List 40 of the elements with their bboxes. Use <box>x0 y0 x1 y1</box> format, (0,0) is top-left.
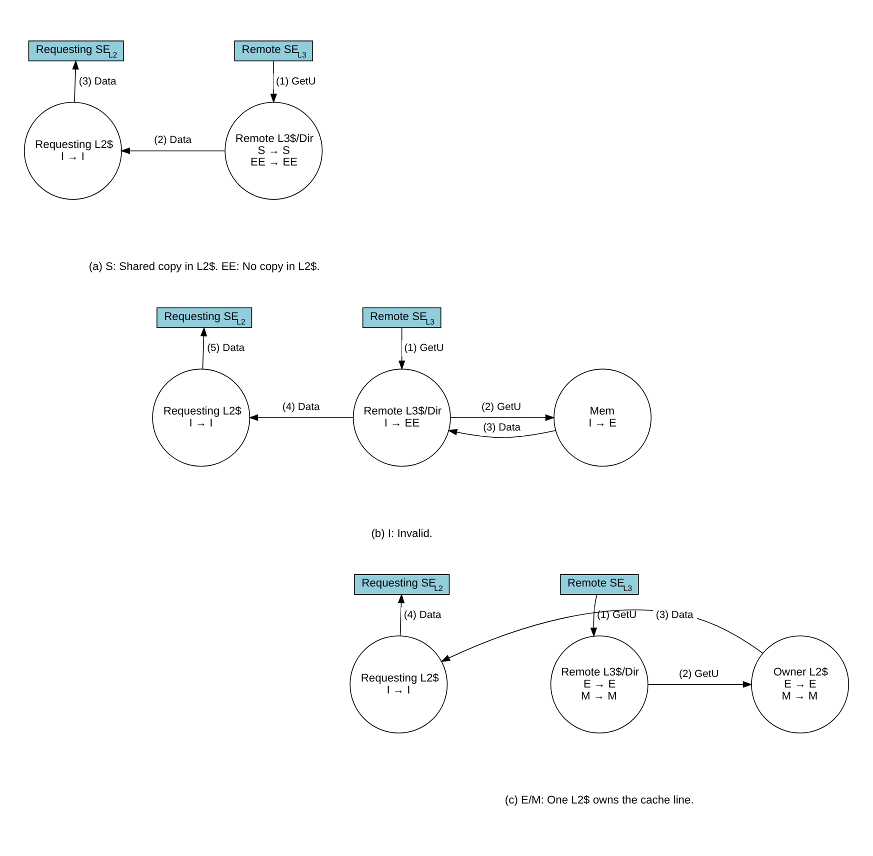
arrow <box>248 414 354 421</box>
node-circle: Remote L3$/Dir I → EE <box>352 368 451 467</box>
arrow <box>398 328 406 370</box>
arrow <box>120 147 226 154</box>
edge-label: (5) Data <box>207 343 244 354</box>
node-circle: Remote L3$/Dir S → S EE → EE <box>224 102 323 200</box>
label: (a) S: Shared copy in L2$. EE: No copy in L2$. <box>88 261 320 274</box>
node-circle: Requesting L2$ I → I <box>350 635 448 734</box>
edge-label: (1) GetU <box>276 76 316 88</box>
arrow <box>270 60 277 104</box>
node-box: Requesting SE$_{L2}$ <box>156 307 252 328</box>
arrow <box>200 326 208 370</box>
arrow <box>450 414 555 421</box>
edge-label: (4) Data <box>404 610 442 621</box>
arrow <box>448 428 556 438</box>
edge-label: (1) GetU <box>404 343 444 354</box>
node-circle: Mem I → E <box>554 368 652 467</box>
edge-label: (3) Data <box>483 422 520 434</box>
edge-label: (2) GetU <box>482 402 522 413</box>
edge-label: (2) Data <box>154 135 192 146</box>
label: (c) E/M: One L2$ owns the cache line. <box>504 794 694 807</box>
node-circle: Remote L3$/Dir E → E M → M <box>550 635 648 734</box>
edge-label: (3) Data <box>656 610 694 621</box>
edge-label: (2) GetU <box>679 668 719 680</box>
node-box: Remote SE$_{L3}$ <box>234 40 314 62</box>
node-circle: Owner L2$ E → E M → M <box>751 635 850 734</box>
arrow <box>590 594 598 638</box>
arrow <box>72 60 79 103</box>
label: (b) I: Invalid. <box>371 528 433 540</box>
node-box: Remote SE$_{L3}$ <box>560 574 639 595</box>
node-circle: Requesting L2$ I → I <box>24 102 122 200</box>
arrow <box>648 681 752 688</box>
node-circle: Requesting L2$ I → I <box>152 368 250 467</box>
node-box: Requesting SE$_{L2}$ <box>28 40 124 62</box>
arrow <box>398 594 405 636</box>
edge-label: (3) Data <box>78 76 116 88</box>
node-box: Remote SE$_{L3}$ <box>362 307 442 328</box>
node-box: Requesting SE$_{L2}$ <box>354 574 450 595</box>
arrow <box>440 610 764 662</box>
edge-label: (4) Data <box>282 402 320 413</box>
